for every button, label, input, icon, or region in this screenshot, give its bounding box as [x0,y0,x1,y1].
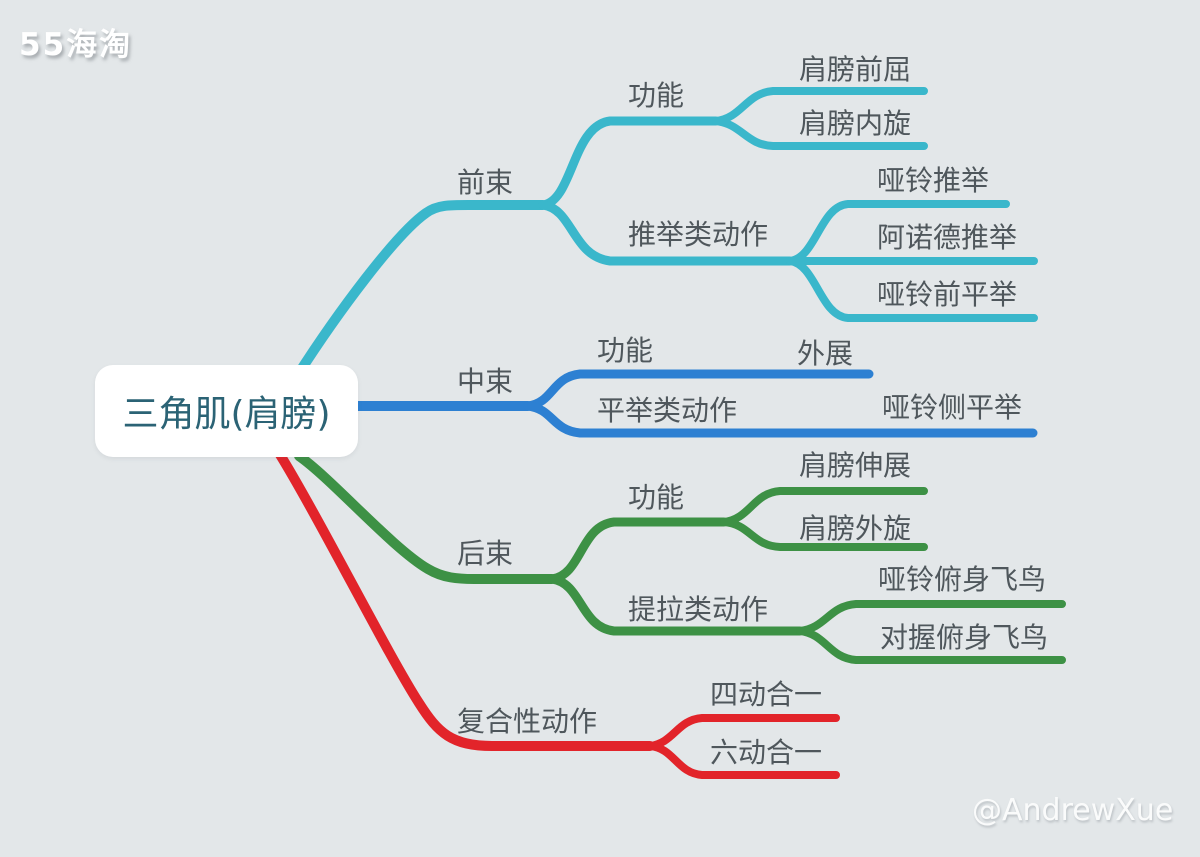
node-compound-exercises[interactable]: 复合性动作 [457,705,598,738]
shoulder-internal-rotation-line [712,117,928,150]
node-arnold-press[interactable]: 阿诺德推举 [877,221,1018,254]
node-anterior-deltoid[interactable]: 前束 [457,166,514,199]
neutral-grip-bent-over-fly-line [796,627,1066,664]
press-exercises-line [538,200,795,266]
node-dumbbell-bent-over-fly[interactable]: 哑铃俯身飞鸟 [878,563,1047,596]
compound-main-line [274,448,655,751]
anterior-main-line [292,199,548,381]
root-node-label: 三角肌(肩膀) [122,394,331,435]
node-posterior-deltoid[interactable]: 后束 [457,537,514,570]
node-shoulder-flexion[interactable]: 肩膀前屈 [799,53,912,86]
anterior-function-line [538,116,721,210]
node-dumbbell-press[interactable]: 哑铃推举 [877,164,990,197]
watermark-55haitao: 55海淘 [19,27,133,63]
node-middle-deltoid[interactable]: 中束 [457,365,514,398]
node-six-in-one[interactable]: 六动合一 [710,736,823,769]
node-neutral-grip-bent-over-fly[interactable]: 对握俯身飞鸟 [880,621,1049,654]
node-shoulder-extension[interactable]: 肩膀伸展 [799,449,912,482]
node-posterior-function[interactable]: 功能 [628,481,685,514]
node-press-exercises[interactable]: 推举类动作 [628,218,769,251]
node-dumbbell-front-raise[interactable]: 哑铃前平举 [877,278,1018,311]
posterior-main-line [294,451,557,584]
node-four-in-one[interactable]: 四动合一 [710,678,823,711]
watermark-author: @AndrewXue [972,793,1174,828]
lateral-raise-line [523,401,1038,438]
node-shoulder-external-rotation[interactable]: 肩膀外旋 [799,512,912,545]
pull-exercises-line [547,574,805,636]
posterior-branch-lines [294,451,1066,664]
compound-branch-lines [274,448,840,779]
middle-branch-lines [351,369,1038,438]
shoulder-external-rotation-line [720,518,928,551]
root-node[interactable]: 三角肌(肩膀) [95,365,358,457]
node-abduction[interactable]: 外展 [797,337,854,370]
dumbbell-front-raise-line [786,257,1038,322]
node-pull-exercises[interactable]: 提拉类动作 [628,593,769,626]
node-dumbbell-lateral-raise[interactable]: 哑铃侧平举 [882,391,1023,424]
node-middle-function[interactable]: 功能 [597,334,654,367]
node-shoulder-internal-rotation[interactable]: 肩膀内旋 [799,107,912,140]
six-in-one-line [646,742,840,779]
anterior-branch-lines [292,87,1038,381]
node-anterior-function[interactable]: 功能 [628,79,685,112]
node-lateral-raise-exercises[interactable]: 平举类动作 [597,394,738,427]
posterior-function-line [547,517,729,584]
